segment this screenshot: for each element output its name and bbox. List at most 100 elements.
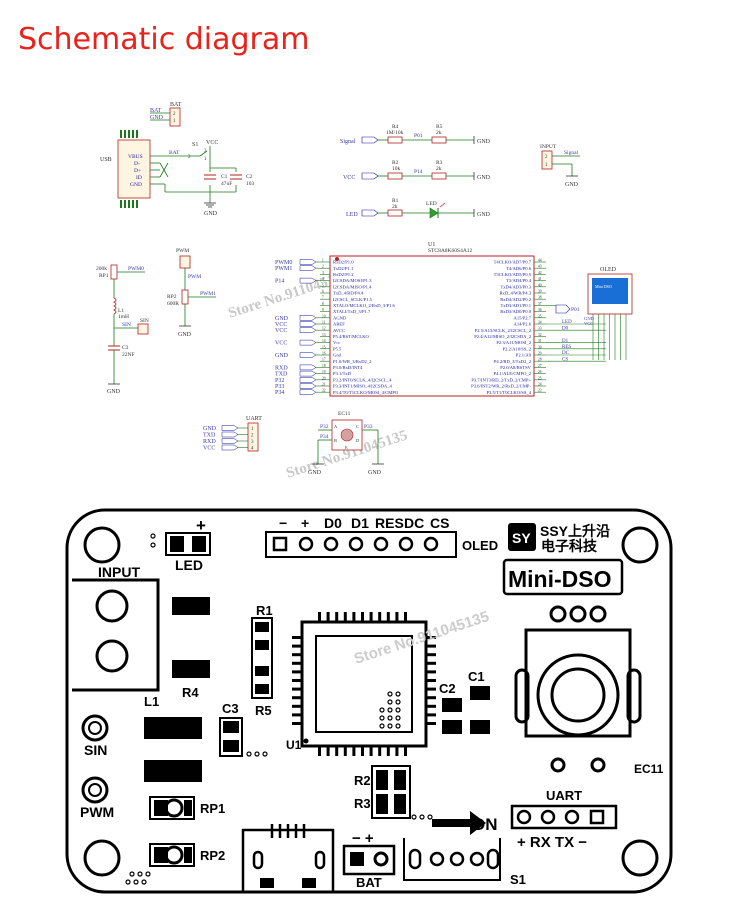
sin-net: SIN [122, 322, 131, 328]
pcb-test-points: SIN PWM [80, 714, 114, 820]
pcb-uart-pins: + RX TX − [517, 834, 587, 851]
ec11-net-p32: P32 [320, 424, 329, 430]
s1-vcc: VCC [206, 140, 218, 146]
u1-pin-name: T3CLKO/AD5/P0.5 [494, 272, 532, 277]
page-title: Schematic diagram [18, 22, 310, 57]
c3-value: 22NF [122, 352, 135, 358]
brand-logo: SY SSY上升沿 电子科技 Mini-DSO [502, 523, 624, 596]
u1-pin-number: 27 [538, 364, 542, 368]
uart-pin: 3 [251, 440, 254, 445]
pcb-r3-label: R3 [354, 796, 371, 811]
u1-pin-name: I2CSCL_SCLK/P1.5 [333, 297, 373, 302]
uart-ref: UART [246, 416, 262, 422]
rp2-ref: RP2 [167, 294, 177, 300]
pcb-r4: R4 [172, 597, 210, 700]
u1-left-net: PWM0 [275, 260, 292, 266]
u1-left-net: VCC [275, 341, 287, 347]
u1-left-net: GND [275, 353, 289, 359]
pcb-ec11-label: EC11 [634, 762, 664, 776]
pcb-input-label: INPUT [98, 564, 140, 580]
r4-value: 1M/10k [386, 130, 404, 136]
brand-name: SSY上升沿 [540, 523, 610, 539]
u1-pin-name: RxD2/P1.0 [333, 260, 354, 265]
u1-pin-number: 16 [322, 352, 326, 356]
ec11-pin-c: C [356, 424, 359, 429]
gnd-label: GND [477, 139, 491, 145]
u1-pin-number: 40 [538, 283, 542, 287]
u1-pin-name: P3.4/T0/T1CLKO/MOSI_4/CMPO [333, 390, 399, 395]
rp1-value: 200k [96, 266, 107, 272]
u1-pin-number: 34 [538, 321, 542, 325]
u1-right-net: DC [562, 351, 570, 356]
u1-pin-name: P2.3/A11/MOSI_2 [496, 340, 531, 345]
u1-pin-number: 7 [322, 296, 324, 300]
u1-pin-number: 8 [322, 302, 324, 306]
bat-connector: BAT 2 1 BAT GND [150, 102, 182, 127]
ec11-ref: EC11 [338, 411, 351, 417]
c1-ref: C1 [221, 174, 228, 180]
u1-pin-name: T4CLKO/AD7/P0.7 [494, 260, 532, 265]
pcb-c2-label: C2 [439, 681, 456, 696]
u1-pin-number: 14 [322, 339, 326, 343]
pcb-r1-r5: R1 R5 [251, 603, 273, 718]
input-pin-2: 2 [545, 155, 548, 160]
u1-left-net: VCC [275, 328, 287, 334]
pcb-rp1: RP1 [149, 796, 225, 820]
oled-pin-label: D1 [351, 515, 369, 531]
input-net: Signal [564, 150, 579, 156]
gnd-label: GND [477, 212, 491, 218]
gnd-label: GND [107, 389, 121, 395]
ec11-pin-a: A [334, 424, 338, 429]
pcb-rp1-label: RP1 [200, 801, 225, 816]
r5-ref: R5 [436, 124, 443, 130]
pcb-led-label: LED [175, 557, 203, 573]
rp2-net: PWM1 [200, 291, 216, 297]
u1-pin-name: P5.4/RST/MCLKO [333, 334, 370, 339]
usb-connector: USB VBUS D- D+ ID GND BAT [100, 130, 195, 208]
u1-left-net: RXD [275, 365, 288, 371]
u1-pin-name: P5.5 [333, 346, 342, 351]
u1-pin-number: 9 [322, 308, 324, 312]
u1-pin-number: 5 [322, 283, 324, 287]
u1-pin-name: AGND [333, 315, 347, 320]
gnd-label: GND [308, 470, 322, 476]
u1-pin-number: 6 [322, 290, 324, 294]
gnd-label: GND [178, 332, 192, 338]
pcb-r2-label: R2 [354, 773, 371, 788]
u1-pin-number: 32 [538, 333, 542, 337]
pcb-bat-label: BAT [356, 875, 382, 890]
r5-value: 2k [436, 130, 442, 136]
pcb-vias [125, 871, 151, 885]
input-divider: Signal R4 1M/10k P01 R5 2k GND [340, 124, 491, 145]
r3-value: 2k [436, 166, 442, 172]
u1-pin-name: AVCC [333, 328, 345, 333]
u1-pin-name: P3.3/INT1/MISO_4/I2CSDA_4 [333, 384, 393, 389]
r4-ref: R4 [392, 124, 399, 130]
u1-pin-number: 20 [322, 376, 326, 380]
u1-pin-name: P3.7/INT3/RD_2/TxD_2/CMP+ [471, 377, 531, 382]
ec11-net-p34: P34 [320, 434, 329, 440]
u1-pin-name: TxD2/P1.1 [333, 266, 354, 271]
u1-pin-number: 39 [538, 290, 542, 294]
usb-pin-dplus: D+ [134, 168, 141, 174]
u1-pin-name: Gnd [333, 353, 342, 358]
usb-pin-id: ID [136, 175, 142, 181]
uart-net: VCC [203, 446, 215, 452]
ec11-net-p33: P33 [364, 424, 373, 430]
oled-pin-label: CS [430, 515, 449, 531]
u1-pin-name: XTALO/MCLKO_2/RxD_3/P1.6 [333, 303, 395, 308]
oled-pin-label: D0 [324, 515, 342, 531]
pcb-sin-label: SIN [84, 742, 107, 758]
encoder-ec11: EC11 P32 P34 P33 A B C D E GND GND [308, 411, 384, 476]
gnd-label: GND [368, 470, 382, 476]
gnd-label: GND [477, 175, 491, 181]
oled-ref: OLED [600, 267, 617, 273]
u1-pin-number: 21 [322, 383, 326, 387]
s1-pin-1: 1 [204, 157, 207, 162]
pcb-r2-r3: R2 R3 [354, 765, 411, 819]
ec11-pin-b: B [334, 438, 337, 443]
oled-pin-label: − [279, 515, 287, 531]
bat-ref: BAT [170, 102, 182, 108]
u1-left-net: P33 [275, 384, 284, 390]
pcb-s1-label: S1 [510, 872, 526, 887]
